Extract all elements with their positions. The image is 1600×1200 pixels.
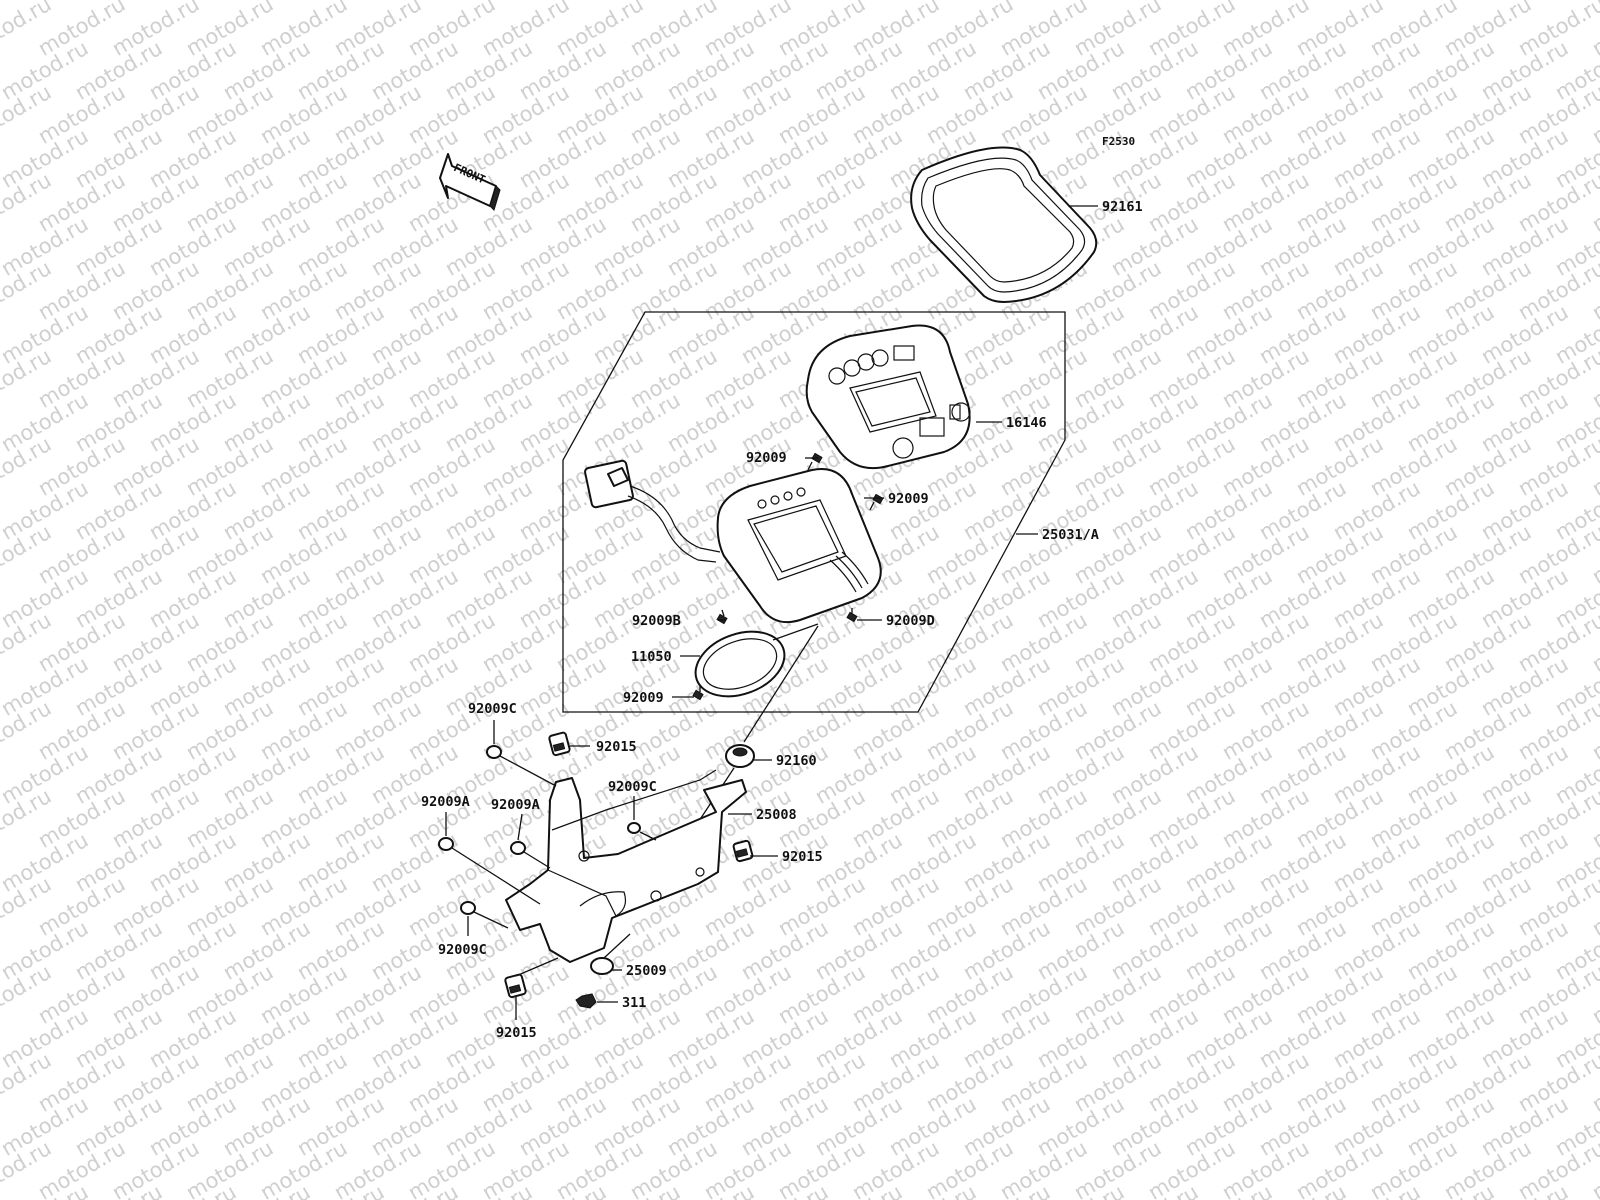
bolt-c-mid-icon	[627, 822, 657, 841]
label-311: 311	[622, 995, 646, 1011]
gasket-part	[694, 623, 819, 698]
label-92015-top: 92015	[596, 739, 637, 755]
label-92160: 92160	[776, 753, 817, 769]
nut-icon	[575, 993, 597, 1009]
label-92015-bottom: 92015	[496, 1025, 537, 1041]
label-92009d: 92009D	[886, 613, 935, 629]
bolt-a-left-icon	[438, 837, 541, 905]
bolt-c-low-icon	[460, 901, 509, 929]
label-92009b: 92009B	[632, 613, 681, 629]
label-11050: 11050	[631, 649, 672, 665]
label-92161: 92161	[1102, 199, 1143, 215]
nut-clip-right-icon	[732, 839, 754, 863]
bracket-part	[505, 769, 747, 963]
label-25031-a: 25031/A	[1042, 527, 1099, 543]
screw-right-icon	[869, 493, 884, 511]
label-92009c-low: 92009C	[438, 942, 487, 958]
label-92015-right: 92015	[782, 849, 823, 865]
screw-d-icon	[846, 608, 858, 623]
label-92009a-left: 92009A	[421, 794, 470, 810]
screw-top-icon	[807, 452, 823, 471]
figure-code: F2530	[1102, 135, 1135, 148]
label-92009-right: 92009	[888, 491, 929, 507]
washer-icon	[590, 933, 631, 975]
lens-frame-part	[910, 146, 1098, 303]
bolt-c-top-icon	[486, 745, 557, 787]
meter-cover-part	[805, 324, 971, 470]
leader-lines	[445, 205, 1098, 1020]
label-16146: 16146	[1006, 415, 1047, 431]
kit-outline	[562, 311, 1066, 713]
meter-body-part	[584, 459, 882, 624]
label-25009: 25009	[626, 963, 667, 979]
bolt-a-mid-icon	[510, 841, 551, 869]
label-92009a-mid: 92009A	[491, 797, 540, 813]
label-92009-top: 92009	[746, 450, 787, 466]
label-25008: 25008	[756, 807, 797, 823]
nut-clip-top-icon	[548, 731, 571, 757]
screw-b-icon	[716, 609, 728, 625]
front-arrow-icon: FRONT	[439, 153, 501, 211]
label-92009c-mid: 92009C	[608, 779, 657, 795]
nut-clip-bottom-icon	[504, 957, 559, 999]
label-92009c-top: 92009C	[468, 701, 517, 717]
label-92009-low: 92009	[623, 690, 664, 706]
